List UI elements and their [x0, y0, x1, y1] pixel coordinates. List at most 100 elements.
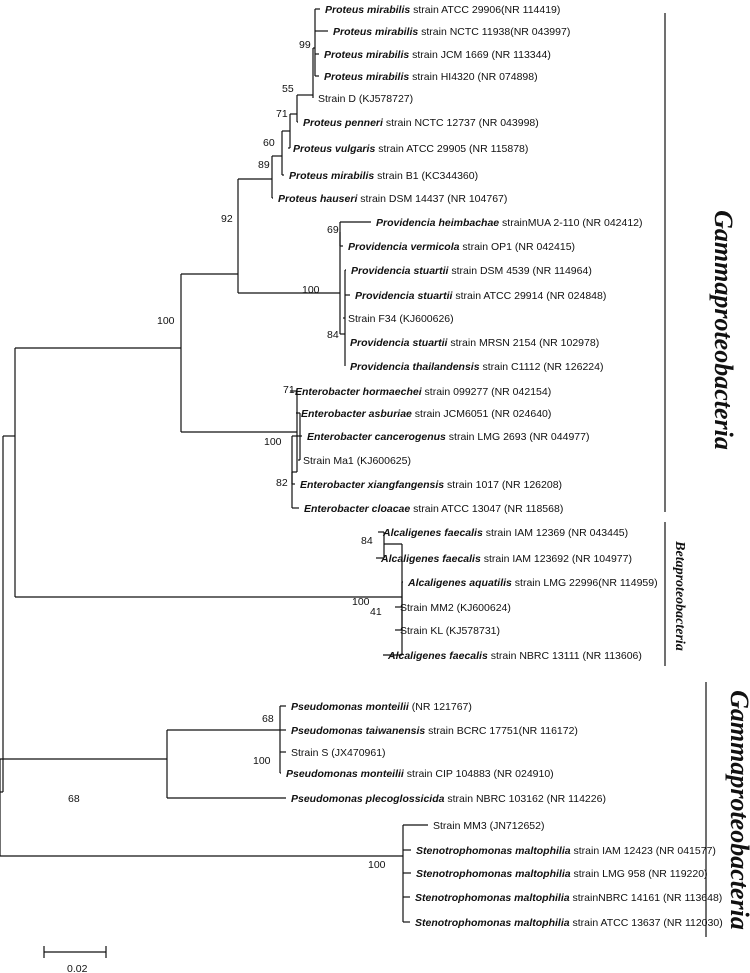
- species-name: Enterobacter hormaechei: [295, 386, 423, 398]
- bootstrap-value: 100: [264, 436, 282, 448]
- strain-accession: strain MRSN 2154 (NR 102978): [447, 337, 599, 349]
- leaf-label: Strain D (KJ578727): [318, 93, 413, 105]
- species-name: Stenotrophomonas maltophilia: [415, 917, 570, 929]
- clade-label: Gammaproteobacteria: [709, 210, 738, 450]
- strain-accession: strainNBRC 14161 (NR 113648): [570, 892, 723, 904]
- species-name: Proteus mirabilis: [324, 71, 409, 83]
- bootstrap-value: 84: [327, 329, 339, 341]
- leaf-label: Proteus mirabilis strain ATCC 29906(NR 1…: [325, 4, 560, 16]
- species-name: Alcaligenes faecalis: [387, 650, 488, 662]
- bootstrap-value: 55: [282, 83, 294, 95]
- scale-bar-label: 0.02: [67, 963, 88, 973]
- leaf-label: Alcaligenes faecalis strain IAM 123692 (…: [380, 553, 632, 565]
- strain-accession: strain JCM6051 (NR 024640): [412, 408, 551, 420]
- leaf-label: Stenotrophomonas maltophilia strainNBRC …: [415, 892, 722, 904]
- bootstrap-value: 100: [157, 315, 175, 327]
- leaf-label: Providencia thailandensis strain C1112 (…: [350, 361, 603, 373]
- strain-accession: strain LMG 2693 (NR 044977): [446, 431, 590, 443]
- species-name: Proteus penneri: [303, 117, 384, 129]
- leaf-label: Proteus mirabilis strain JCM 1669 (NR 11…: [324, 49, 551, 61]
- strain-accession: strain OP1 (NR 042415): [459, 241, 575, 253]
- leaf-label: Pseudomonas monteilii (NR 121767): [291, 701, 472, 713]
- strain-accession: Strain S (JX470961): [291, 747, 386, 759]
- leaf-label: Strain MM2 (KJ600624): [400, 602, 511, 614]
- leaf-label: Stenotrophomonas maltophilia strain IAM …: [416, 845, 716, 857]
- bootstrap-value: 100: [352, 596, 370, 608]
- species-name: Stenotrophomonas maltophilia: [416, 868, 571, 880]
- strain-accession: strain BCRC 17751(NR 116172): [425, 725, 578, 737]
- leaf-label: Pseudomonas taiwanensis strain BCRC 1775…: [291, 725, 578, 737]
- species-name: Proteus hauseri: [278, 193, 358, 205]
- leaf-label: Enterobacter hormaechei strain 099277 (N…: [295, 386, 551, 398]
- bootstrap-value: 89: [258, 159, 270, 171]
- strain-accession: strain ATCC 13047 (NR 118568): [410, 503, 563, 515]
- strain-accession: strain NCTC 12737 (NR 043998): [383, 117, 539, 129]
- leaf-label: Proteus penneri strain NCTC 12737 (NR 04…: [303, 117, 539, 129]
- leaf-label: Enterobacter asburiae strain JCM6051 (NR…: [301, 408, 551, 420]
- clade-label: Gammaproteobacteria: [725, 690, 750, 930]
- species-name: Proteus mirabilis: [333, 26, 418, 38]
- strain-accession: Strain MM3 (JN712652): [433, 820, 544, 832]
- species-name: Proteus vulgaris: [293, 143, 375, 155]
- strain-accession: strain DSM 4539 (NR 114964): [448, 265, 591, 277]
- leaf-label: Enterobacter cloacae strain ATCC 13047 (…: [304, 503, 563, 515]
- bootstrap-value: 100: [253, 755, 271, 767]
- species-name: Alcaligenes faecalis: [382, 527, 483, 539]
- strain-accession: strain LMG 22996(NR 114959): [512, 577, 658, 589]
- species-name: Proteus mirabilis: [324, 49, 409, 61]
- strain-accession: strain IAM 12423 (NR 041577): [571, 845, 716, 857]
- bootstrap-value: 84: [361, 535, 373, 547]
- leaf-label: Alcaligenes faecalis strain NBRC 13111 (…: [387, 650, 642, 662]
- species-name: Alcaligenes aquatilis: [407, 577, 512, 589]
- strain-accession: strain B1 (KC344360): [374, 170, 478, 182]
- species-name: Enterobacter cancerogenus: [307, 431, 446, 443]
- strain-accession: strain IAM 123692 (NR 104977): [481, 553, 632, 565]
- leaf-label: Providencia stuartii strain DSM 4539 (NR…: [351, 265, 592, 277]
- leaf-label: Strain MM3 (JN712652): [433, 820, 544, 832]
- strain-accession: strain ATCC 29906(NR 114419): [410, 4, 560, 16]
- species-name: Pseudomonas monteilii: [291, 701, 410, 713]
- leaf-label: Strain Ma1 (KJ600625): [303, 455, 411, 467]
- leaf-label: Proteus hauseri strain DSM 14437 (NR 104…: [278, 193, 507, 205]
- strain-accession: strain NCTC 11938(NR 043997): [418, 26, 570, 38]
- species-name: Providencia heimbachae: [376, 217, 499, 229]
- bootstrap-value: 60: [263, 137, 275, 149]
- leaf-label: Proteus mirabilis strain NCTC 11938(NR 0…: [333, 26, 570, 38]
- bootstrap-value: 69: [327, 224, 339, 236]
- bootstrap-value: 100: [368, 859, 386, 871]
- leaf-label: Strain KL (KJ578731): [400, 625, 500, 637]
- species-name: Enterobacter xiangfangensis: [300, 479, 444, 491]
- species-name: Enterobacter asburiae: [301, 408, 412, 420]
- species-name: Proteus mirabilis: [289, 170, 374, 182]
- species-name: Pseudomonas plecoglossicida: [291, 793, 445, 805]
- bootstrap-value: 99: [299, 39, 311, 51]
- strain-accession: strain ATCC 29914 (NR 024848): [452, 290, 606, 302]
- bootstrap-value: 71: [276, 108, 288, 120]
- species-name: Proteus mirabilis: [325, 4, 410, 16]
- strain-accession: Strain D (KJ578727): [318, 93, 413, 105]
- species-name: Stenotrophomonas maltophilia: [416, 845, 571, 857]
- species-name: Alcaligenes faecalis: [380, 553, 481, 565]
- leaf-label: Providencia vermicola strain OP1 (NR 042…: [348, 241, 575, 253]
- strain-accession: strain IAM 12369 (NR 043445): [483, 527, 628, 539]
- strain-accession: strain ATCC 29905 (NR 115878): [375, 143, 528, 155]
- bootstrap-value: 92: [221, 213, 233, 225]
- strain-accession: Strain F34 (KJ600626): [348, 313, 454, 325]
- strain-accession: Strain Ma1 (KJ600625): [303, 455, 411, 467]
- leaf-label: Providencia heimbachae strainMUA 2-110 (…: [376, 217, 643, 229]
- leaf-label: Pseudomonas monteilii strain CIP 104883 …: [286, 768, 554, 780]
- species-name: Pseudomonas taiwanensis: [291, 725, 425, 737]
- leaf-label: Stenotrophomonas maltophilia strain ATCC…: [415, 917, 723, 929]
- strain-accession: strain C1112 (NR 126224): [480, 361, 604, 373]
- species-name: Pseudomonas monteilii: [286, 768, 405, 780]
- leaf-label: Pseudomonas plecoglossicida strain NBRC …: [291, 793, 606, 805]
- clade-label: Betaproteobacteria: [672, 540, 687, 651]
- bootstrap-value: 71: [283, 384, 295, 396]
- species-name: Providencia stuartii: [355, 290, 454, 302]
- leaf-label: Strain S (JX470961): [291, 747, 386, 759]
- strain-accession: strain ATCC 13637 (NR 112030): [570, 917, 723, 929]
- strain-accession: (NR 121767): [409, 701, 472, 713]
- leaf-label: Proteus mirabilis strain HI4320 (NR 0748…: [324, 71, 538, 83]
- strain-accession: Strain KL (KJ578731): [400, 625, 500, 637]
